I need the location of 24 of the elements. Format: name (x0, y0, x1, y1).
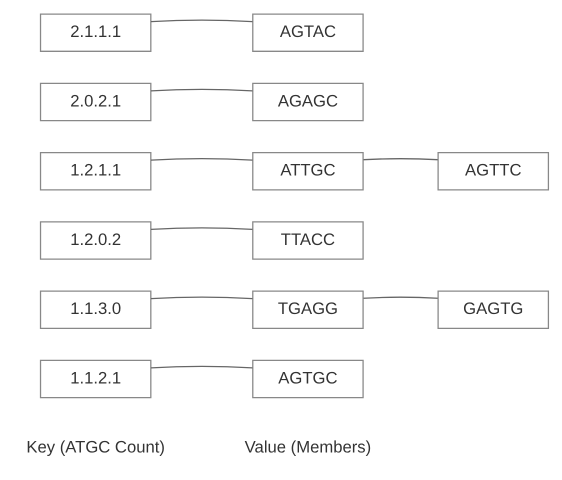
label: Value (Members) (244, 437, 372, 456)
connector (150, 365, 252, 368)
node-box: 1.1.2.1 (40, 359, 152, 398)
node-box: 1.2.0.2 (40, 220, 152, 260)
node-box: TTACC (252, 220, 364, 260)
connector (150, 226, 252, 230)
node-box: 1.1.3.0 (40, 290, 152, 328)
label: Key (ATGC Count) (26, 437, 165, 456)
node-box: 2.0.2.1 (40, 82, 152, 121)
node-box: AGTTC (437, 152, 550, 190)
connector (150, 19, 252, 22)
node-box: 2.1.1.1 (40, 12, 152, 52)
node-box: AGAGC (252, 82, 364, 121)
node-box: 1.2.1.1 (40, 152, 152, 190)
node-box: ATTGC (252, 152, 364, 190)
connector (364, 158, 438, 160)
connector (150, 158, 252, 160)
node-box: TGAGG (252, 290, 364, 328)
node-box: AGTGC (252, 359, 364, 398)
node-box: GAGTG (437, 290, 550, 328)
connector (150, 296, 252, 299)
connector (364, 296, 438, 298)
connector (150, 88, 252, 92)
node-box: AGTAC (252, 12, 364, 52)
